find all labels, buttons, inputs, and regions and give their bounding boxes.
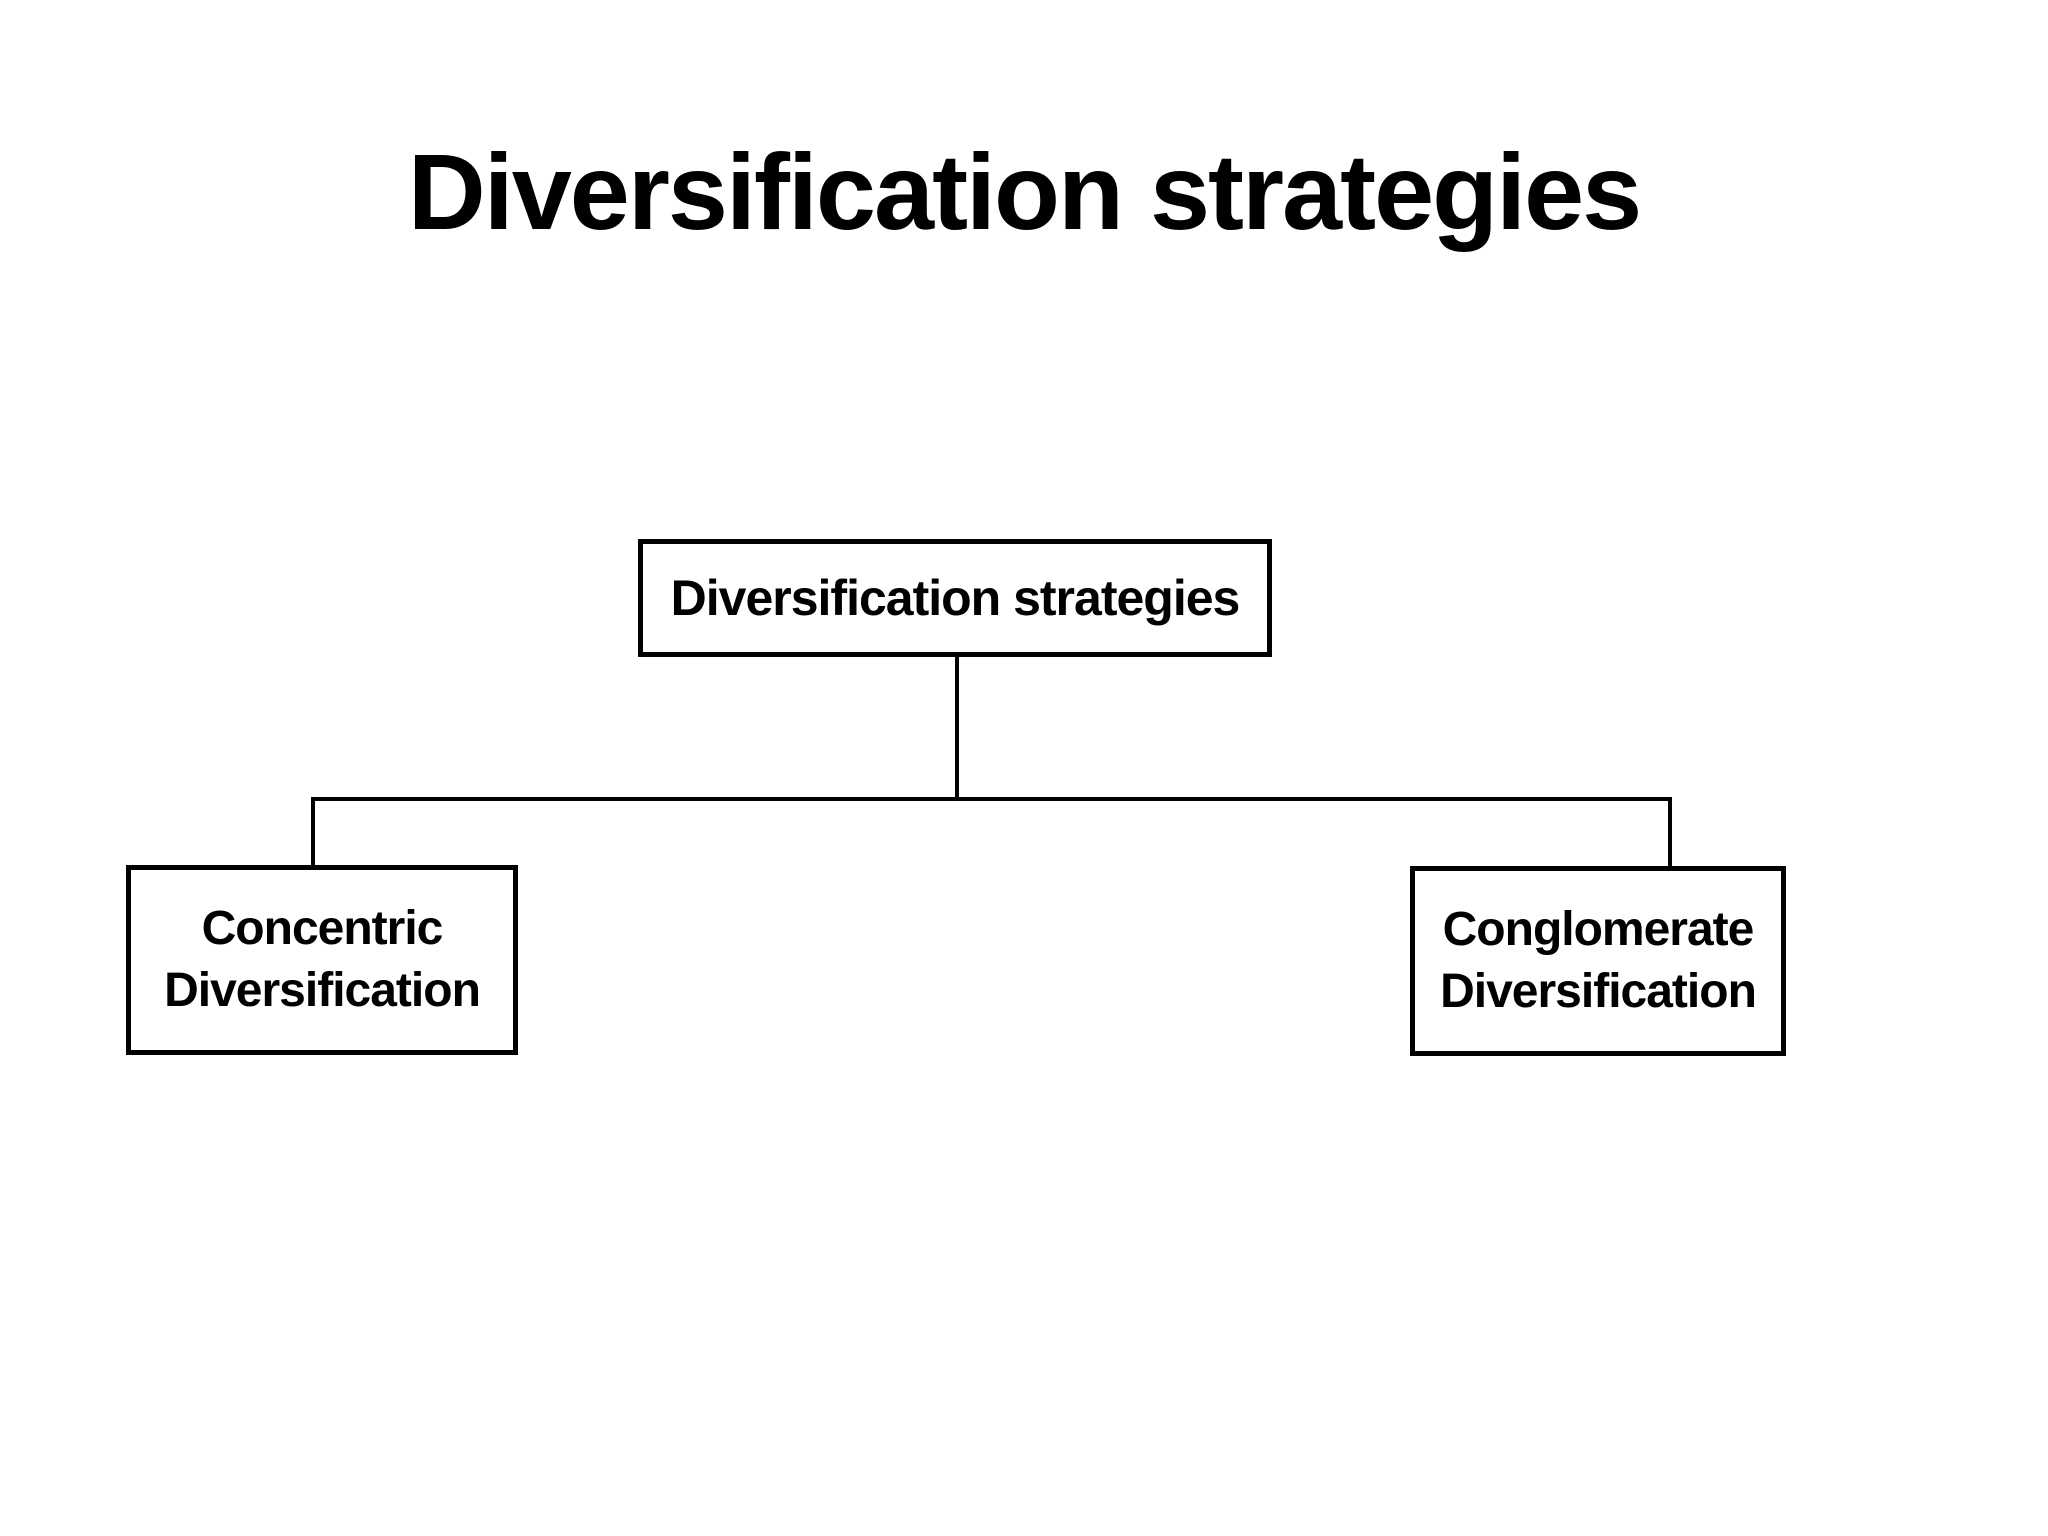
node-label-line: Conglomerate (1442, 902, 1755, 956)
node-root-label: Diversification strategies (670, 570, 1241, 626)
node-conglomerate-diversification: Conglomerate Diversification (1410, 866, 1786, 1056)
connector-drop-right (1668, 797, 1672, 868)
node-label-line: Diversification (164, 964, 481, 1017)
connector-root-stem (955, 657, 959, 799)
node-label-line: Diversification (1440, 965, 1757, 1018)
connector-horizontal-bar (311, 797, 1672, 801)
node-label-line: Concentric (201, 901, 444, 955)
page-title: Diversification strategies (407, 131, 1643, 252)
connector-drop-left (311, 797, 315, 867)
node-concentric-diversification: Concentric Diversification (126, 865, 518, 1055)
node-diversification-strategies: Diversification strategies (638, 539, 1272, 657)
